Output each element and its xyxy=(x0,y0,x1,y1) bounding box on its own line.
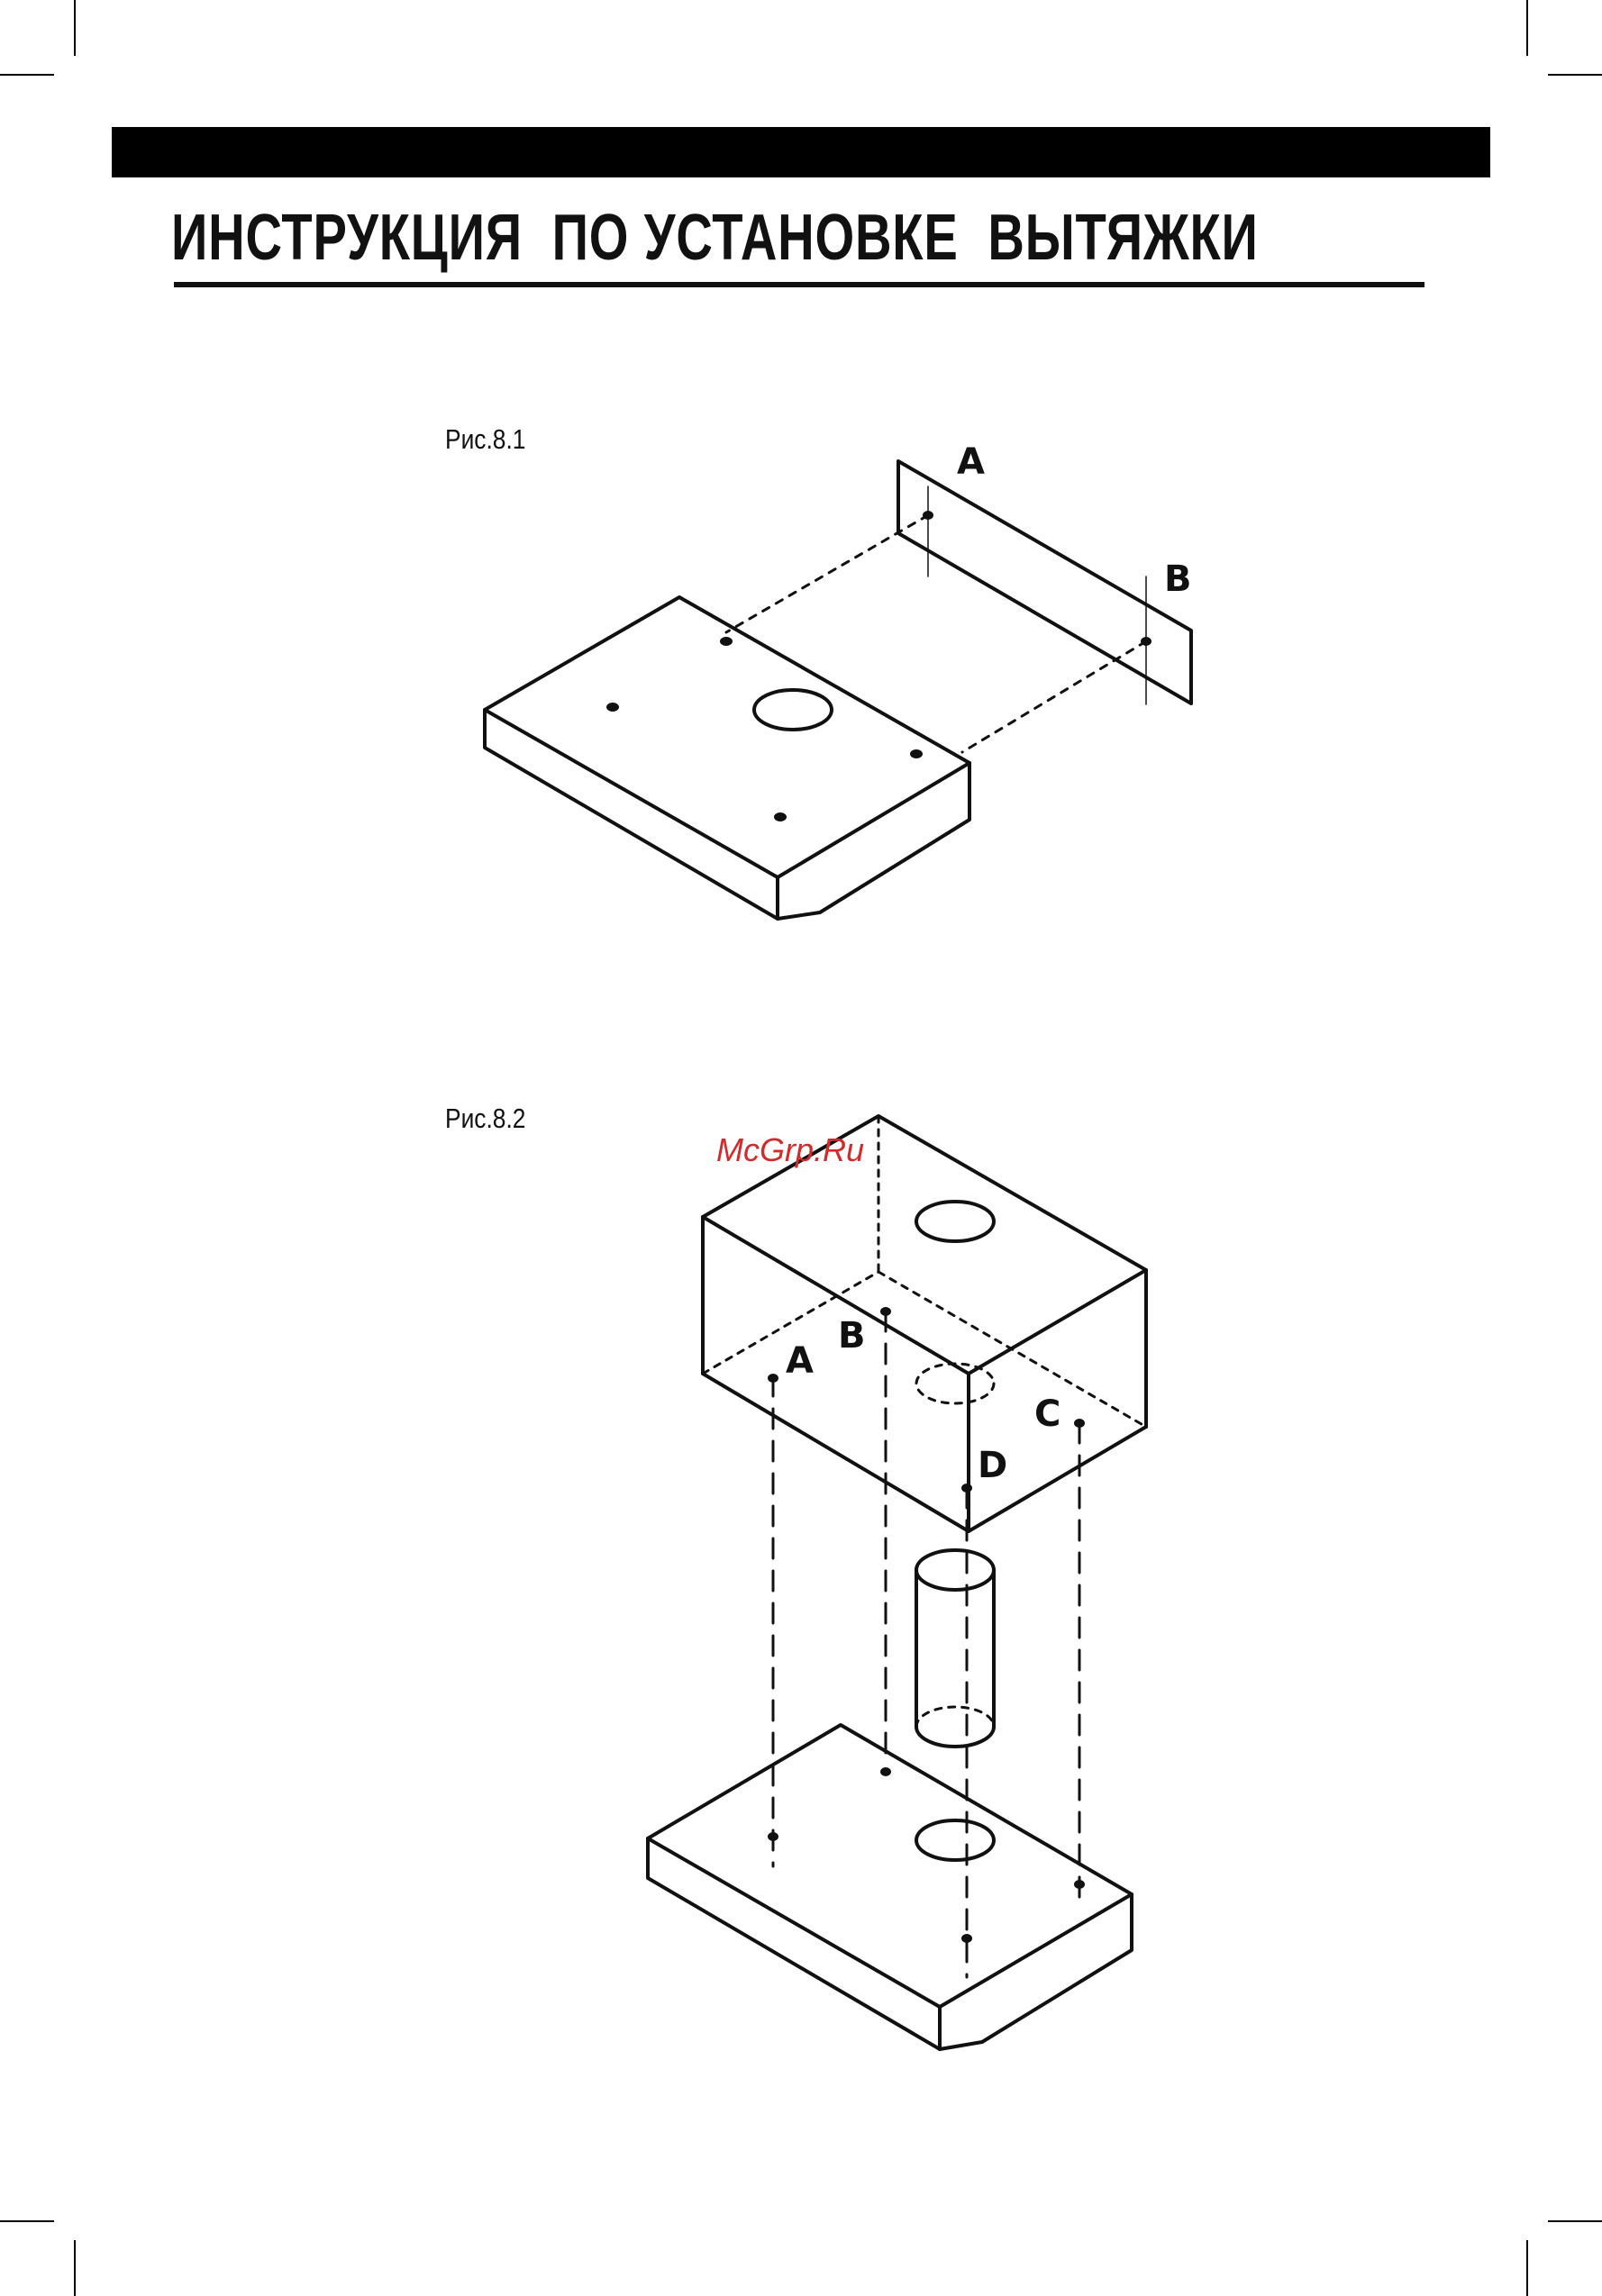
wall-bracket xyxy=(898,461,1191,704)
figure-8-1-diagram xyxy=(485,461,1191,919)
hole-a-bracket xyxy=(923,511,933,520)
vertical-alignment-lines xyxy=(773,1311,1079,1977)
point-label-a: A xyxy=(786,1340,814,1382)
watermark: McGrp.Ru xyxy=(716,1131,864,1168)
alignment-lines xyxy=(726,515,1146,752)
point-label-c: C xyxy=(1034,1393,1060,1435)
duct-pipe xyxy=(916,1550,994,1747)
point-label-b: B xyxy=(838,1315,866,1357)
point-label-d: D xyxy=(978,1445,1007,1486)
hole-b-bracket xyxy=(1141,637,1151,646)
point-label-a: A xyxy=(957,441,985,483)
figure-8-2-diagram xyxy=(648,1116,1146,2049)
point-label-b: B xyxy=(1164,558,1192,600)
